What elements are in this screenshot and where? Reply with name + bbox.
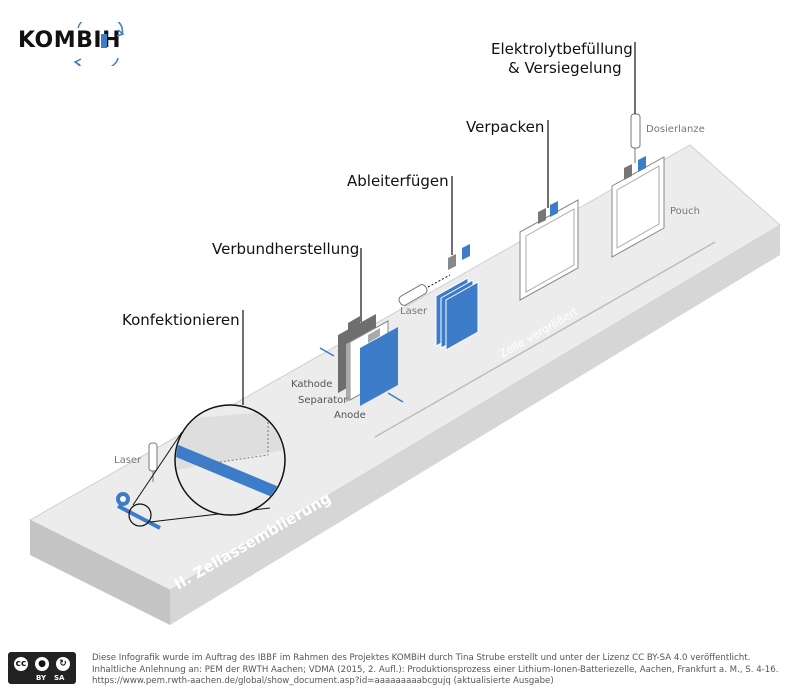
- anode-label: Anode: [334, 410, 366, 421]
- step-elektrolyt: Dosierlanze Pouch Elektrolytbefüllung & …: [491, 40, 705, 258]
- stack-front: [445, 281, 479, 351]
- laser-left-label: Laser: [114, 455, 142, 466]
- cc-by-sa-badge[interactable]: cc ● ↻ BY SA: [8, 652, 76, 684]
- dosierlanze-body: [630, 113, 641, 149]
- step-verpacken: Verpacken: [466, 118, 579, 301]
- ableiter-tab-blue: [462, 244, 470, 260]
- platform-divider-line: [374, 241, 716, 438]
- separator-edge: [346, 342, 350, 402]
- ableiter-tab-gray: [448, 254, 456, 270]
- logo-swirl-icon: [73, 22, 125, 66]
- footer-line-1: Diese Infografik wurde im Auftrag des IB…: [92, 653, 751, 663]
- step-elektrolyt-label-2: & Versiegelung: [508, 59, 622, 77]
- step-verbund-label: Verbundherstellung: [212, 240, 359, 258]
- step-verbundherstellung: Kathode Separator Anode Verbundherstellu…: [212, 240, 404, 421]
- footer-text: Diese Infografik wurde im Auftrag des IB…: [92, 653, 798, 688]
- pouch-filled-front: [616, 165, 660, 249]
- footer-line-2: Inhaltliche Anlehnung an: PEM der RWTH A…: [92, 664, 779, 675]
- step-konfektionieren-label: Konfektionieren: [122, 311, 240, 329]
- arrow-left: [319, 347, 335, 357]
- step-elektrolyt-label-1: Elektrolytbefüllung: [491, 40, 633, 58]
- by-label: BY: [36, 674, 47, 682]
- arrow-right: [387, 392, 404, 403]
- electrode-strip: [117, 504, 161, 530]
- verpacken-tab-gray: [538, 208, 546, 224]
- kathode-tab: [348, 316, 360, 330]
- platform: [28, 144, 781, 625]
- platform-side: [30, 520, 170, 625]
- elektrolyt-tab-blue: [638, 156, 646, 172]
- sa-label: SA: [54, 674, 65, 682]
- kombih-logo: KOMBIH: [18, 22, 128, 66]
- separator-label: Separator: [298, 395, 348, 406]
- pouch-label: Pouch: [670, 206, 700, 217]
- laser-right-label: Laser: [400, 306, 428, 317]
- laser-right-body: [398, 284, 428, 306]
- dosierlanze-label: Dosierlanze: [646, 124, 705, 135]
- platform-top: [28, 144, 781, 591]
- sa-share-icon: ↻: [54, 655, 72, 673]
- by-person-icon: ●: [33, 655, 51, 673]
- step-ableiterfuegen: Laser Ableiterfügen: [347, 172, 479, 351]
- cc-icon: cc: [12, 655, 30, 673]
- platform-front: [170, 225, 780, 625]
- laser-left-body: [148, 442, 158, 472]
- footer: cc ● ↻ BY SA Diese Infografik wurde im A…: [8, 652, 798, 690]
- kathode-label: Kathode: [291, 379, 332, 390]
- step-ableiter-label: Ableiterfügen: [347, 172, 449, 190]
- footer-line-3[interactable]: https://www.pem.rwth-aachen.de/global/sh…: [92, 676, 554, 686]
- pouch-front: [525, 208, 575, 293]
- step-verpacken-label: Verpacken: [466, 118, 544, 136]
- step-konfektionieren: Laser Konfektionieren: [114, 310, 286, 530]
- elektrolyt-tab-gray: [624, 164, 632, 180]
- anode-tab: [368, 328, 380, 343]
- anode-sheet: [360, 327, 398, 406]
- verpacken-tab-blue: [550, 201, 558, 217]
